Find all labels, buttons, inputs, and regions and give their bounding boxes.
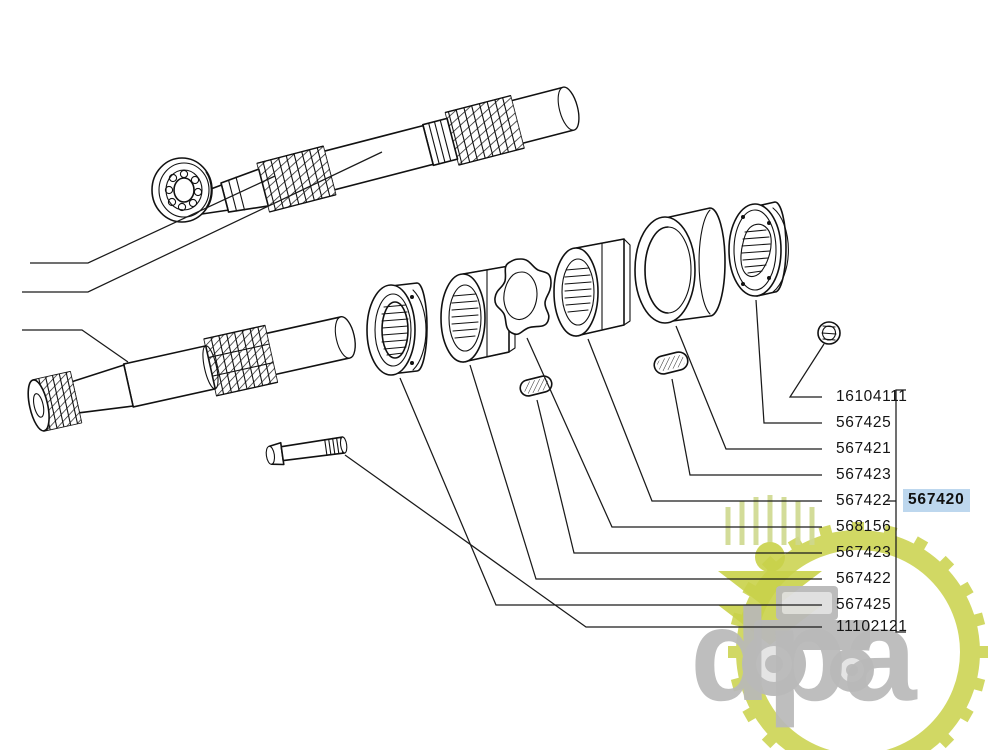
hex-nut (817, 321, 841, 345)
ball-bearing (151, 157, 213, 223)
assembly-bracket (886, 389, 906, 633)
part-number-item[interactable]: 567425 (836, 596, 892, 613)
output-shaft-with-bearing (151, 86, 580, 223)
part-number-item[interactable]: 567423 (836, 466, 892, 483)
selected-part-number[interactable]: 567420 (903, 489, 970, 512)
part-number-item[interactable]: 567422 (836, 570, 892, 587)
leader-lines (22, 151, 825, 628)
lobed-washer (494, 258, 552, 336)
coupling-barrel (634, 207, 726, 324)
part-number-item[interactable]: 567425 (836, 414, 892, 431)
part-number-item[interactable]: 11102121 (836, 618, 908, 635)
splined-sleeve-2 (553, 238, 631, 337)
dowel-pin-1 (519, 375, 553, 397)
splined-sleeve-1 (440, 265, 516, 363)
splined-end-cap (728, 201, 789, 297)
hex-bolt (265, 436, 348, 466)
input-shaft-with-gear (27, 316, 356, 432)
part-number-item[interactable]: 568156 (836, 518, 892, 535)
dowel-pin-2 (653, 351, 689, 375)
part-number-item[interactable]: 567422 (836, 492, 892, 509)
part-number-item[interactable]: 567423 (836, 544, 892, 561)
splined-hub-1 (366, 282, 428, 376)
part-number-item[interactable]: 567421 (836, 440, 892, 457)
part-number-item[interactable]: 16104111 (836, 388, 908, 405)
